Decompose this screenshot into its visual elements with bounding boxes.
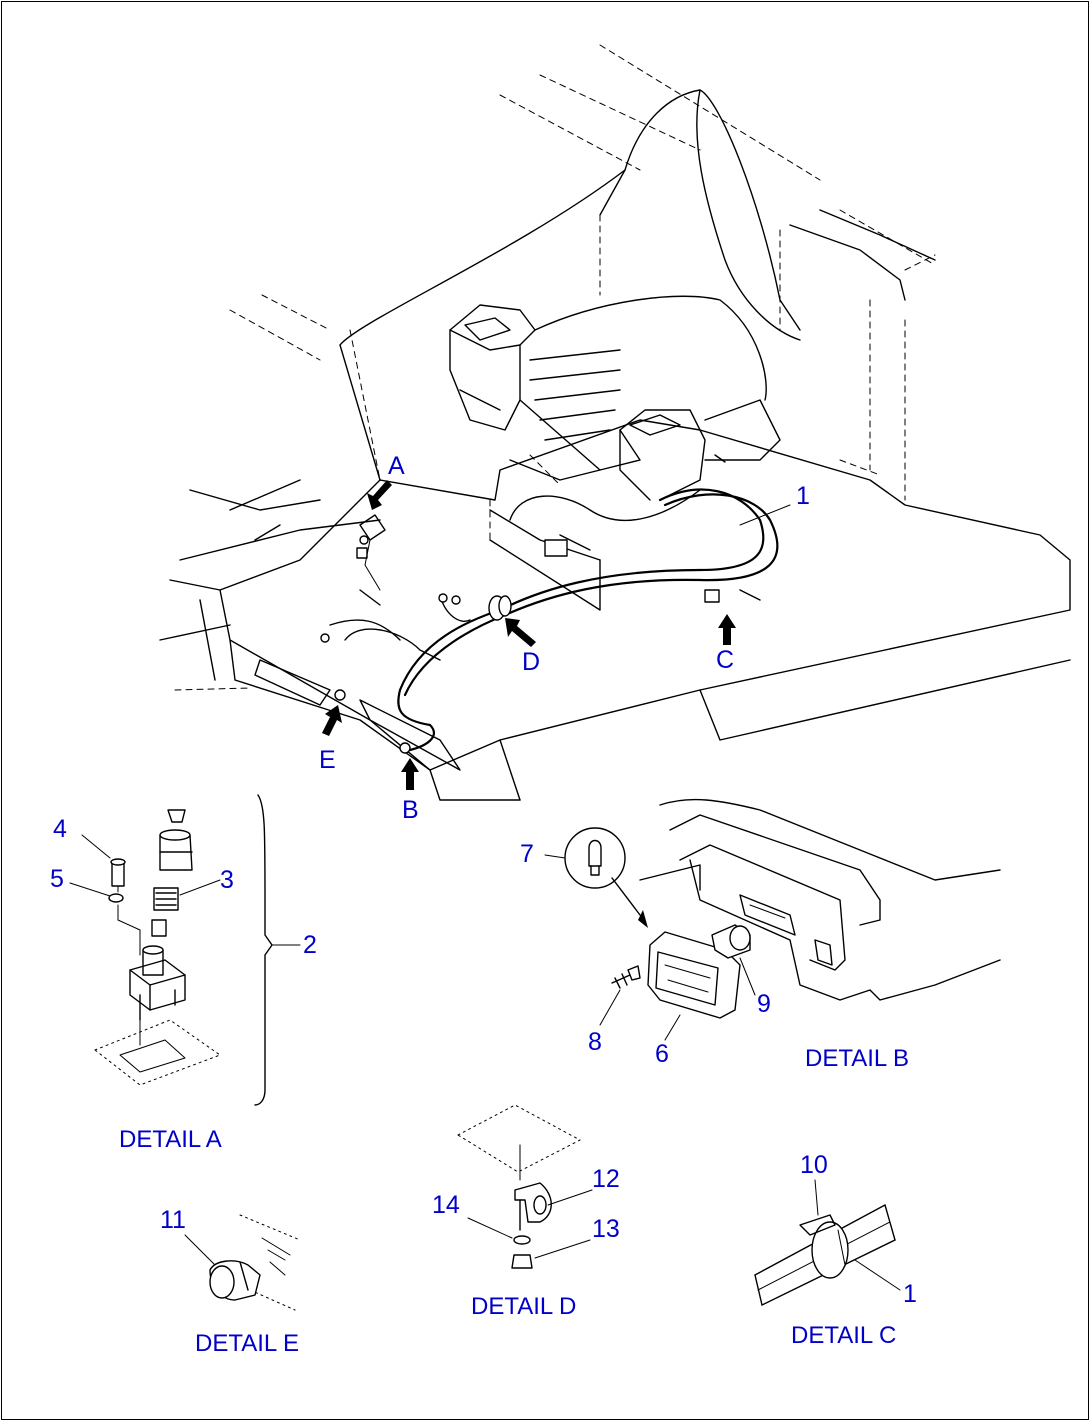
grommet-d xyxy=(488,595,512,621)
view-arrow-b xyxy=(401,758,419,790)
detail-e-view xyxy=(184,1214,301,1311)
callout-5: 5 xyxy=(50,865,64,893)
detail-c-view xyxy=(754,1179,901,1306)
clamp-12 xyxy=(514,1182,552,1223)
detail-e-title: DETAIL E xyxy=(195,1330,299,1357)
detail-d-title: DETAIL D xyxy=(471,1293,576,1320)
view-label-e: E xyxy=(319,746,336,774)
lamp-socket xyxy=(711,924,751,959)
view-label-c: C xyxy=(716,646,734,674)
callout-11: 11 xyxy=(160,1206,186,1234)
callout-12: 12 xyxy=(592,1165,620,1193)
view-label-b: B xyxy=(402,796,419,824)
clamp-band-10 xyxy=(799,1214,849,1279)
operator-seat xyxy=(449,295,781,611)
view-arrow-a xyxy=(367,480,392,510)
callout-6: 6 xyxy=(655,1040,669,1068)
detail-a-title: DETAIL A xyxy=(119,1126,222,1153)
detail-a-view xyxy=(69,794,301,1106)
detail-c-title: DETAIL C xyxy=(791,1322,896,1349)
callout-1-detail-c: 1 xyxy=(903,1280,917,1308)
lamp-screw xyxy=(611,965,641,989)
washer-14 xyxy=(513,1235,531,1245)
callout-14: 14 xyxy=(432,1191,460,1219)
callout-2: 2 xyxy=(303,931,317,959)
view-label-d: D xyxy=(522,648,540,676)
callout-4: 4 xyxy=(53,815,67,843)
view-arrow-c xyxy=(718,614,736,645)
brace-2 xyxy=(254,794,273,1106)
detail-b-view xyxy=(544,798,1001,1041)
wiring-harness xyxy=(320,454,779,754)
callout-3: 3 xyxy=(220,866,234,894)
bulb-inset xyxy=(564,827,626,889)
view-arrow-e xyxy=(322,705,342,736)
switch-11 xyxy=(209,1260,261,1301)
nut-13 xyxy=(511,1254,533,1269)
detail-b-title: DETAIL B xyxy=(805,1045,909,1072)
callout-10: 10 xyxy=(800,1151,828,1179)
detail-d-view xyxy=(457,1104,593,1269)
view-label-a: A xyxy=(388,452,405,480)
view-arrow-d xyxy=(505,618,536,647)
main-assembly-view xyxy=(159,44,1071,801)
callout-1: 1 xyxy=(796,482,810,510)
lamp-housing xyxy=(647,931,741,1019)
switch-a-location xyxy=(356,514,386,591)
callout-13: 13 xyxy=(592,1215,620,1243)
callout-9: 9 xyxy=(757,990,771,1018)
callout-7: 7 xyxy=(520,840,534,868)
callout-8: 8 xyxy=(588,1028,602,1056)
leader-1 xyxy=(739,504,791,526)
